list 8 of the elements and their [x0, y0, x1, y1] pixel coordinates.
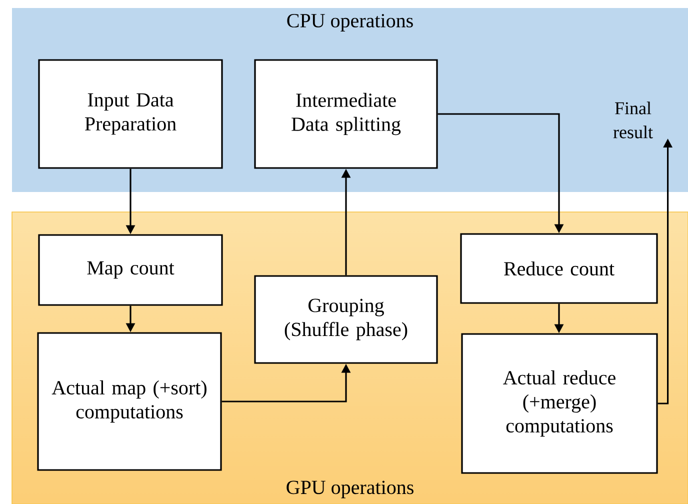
process-box: Grouping (Shuffle phase) [254, 275, 438, 364]
process-box: Input Data Preparation [38, 59, 223, 169]
process-box: Intermediate Data splitting [254, 59, 438, 169]
process-box: Actual reduce (+merge) computations [461, 333, 658, 474]
process-box: Actual map (+sort) computations [37, 332, 222, 471]
output-label: Final result [613, 102, 653, 138]
process-box: Map count [38, 234, 223, 306]
process-box: Reduce count [460, 233, 658, 304]
